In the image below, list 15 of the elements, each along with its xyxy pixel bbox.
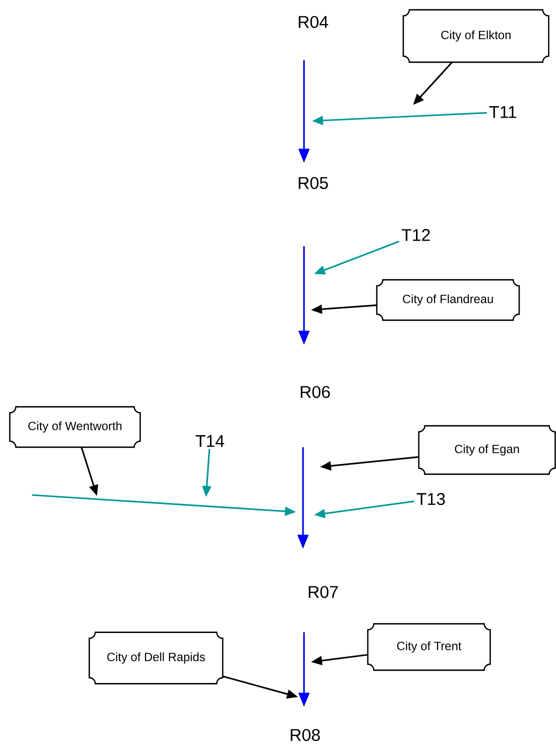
- reach-label: T11: [489, 106, 516, 118]
- reach-label: R04: [298, 16, 328, 28]
- city-box: City of Trent: [367, 623, 491, 671]
- reach-label: R08: [290, 728, 320, 742]
- city-box: City of Dell Rapids: [88, 632, 224, 684]
- reach-label: T14: [196, 435, 224, 447]
- reach-label: R07: [308, 586, 338, 598]
- reach-label: T12: [402, 229, 430, 241]
- city-box: City of Wentworth: [9, 406, 141, 448]
- reach-label: R05: [298, 176, 328, 190]
- city-box: City of Elkton: [402, 9, 550, 63]
- city-box: City of Egan: [418, 425, 556, 475]
- reach-label: R06: [300, 386, 330, 398]
- reach-label: T13: [416, 492, 445, 506]
- city-box: City of Flandreau: [376, 279, 520, 321]
